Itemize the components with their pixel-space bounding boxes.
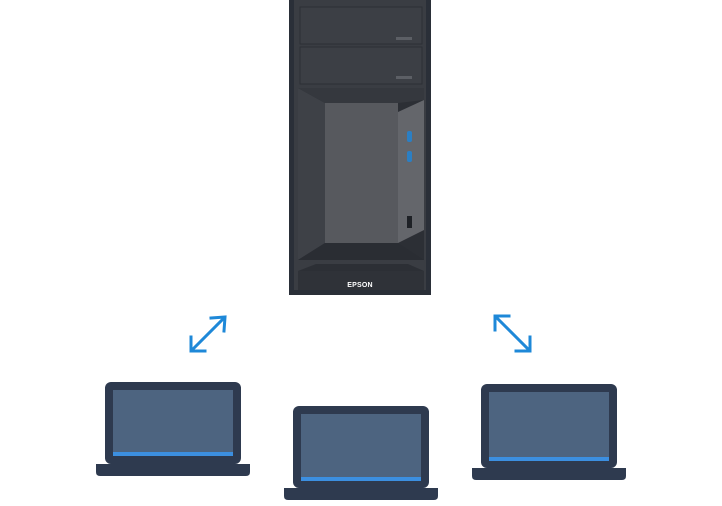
front-panel xyxy=(298,88,424,260)
center-panel xyxy=(325,103,398,243)
brand-label: EPSON xyxy=(347,282,373,289)
laptop-center xyxy=(284,406,438,500)
left-diagonal-double-arrow-icon xyxy=(189,315,227,353)
power-button xyxy=(407,216,412,228)
laptop-right xyxy=(472,384,626,480)
drive-bay-slot xyxy=(396,37,412,40)
laptop-base xyxy=(472,468,626,480)
usb-port xyxy=(407,131,412,142)
drive-bay-slot xyxy=(396,76,412,79)
drive-bay-1 xyxy=(299,6,423,45)
tower-base: EPSON xyxy=(298,264,424,290)
laptop-screen xyxy=(113,390,233,456)
drive-bay-2 xyxy=(299,46,423,85)
right-diagonal-double-arrow-icon xyxy=(493,314,532,353)
usb-port xyxy=(407,151,412,162)
side-io-panel xyxy=(398,100,424,243)
laptop-taskbar xyxy=(489,457,609,461)
laptop-taskbar xyxy=(113,452,233,456)
laptop-taskbar xyxy=(301,477,421,481)
laptop-left xyxy=(96,382,250,476)
laptop-screen xyxy=(301,414,421,481)
server-tower: EPSON xyxy=(289,0,431,295)
laptop-screen xyxy=(489,392,609,461)
laptop-base xyxy=(96,464,250,476)
laptop-base xyxy=(284,488,438,500)
